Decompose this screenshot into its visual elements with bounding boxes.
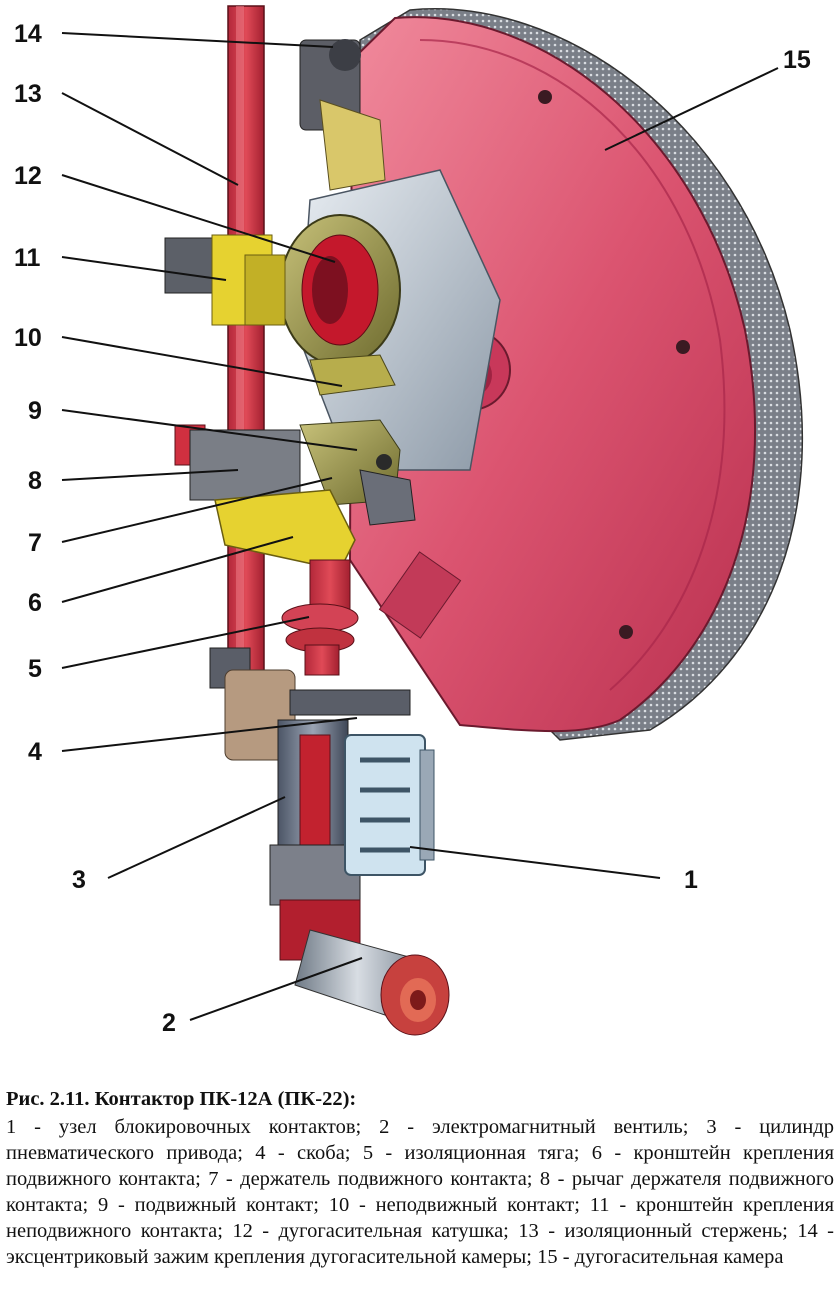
contactor-illustration: 14 13 12 11 10 9 8 7 6 5 4 3 2 1 15	[14, 5, 811, 1037]
interlock-contacts	[344, 734, 435, 876]
caption-legend: 1 - узел блокировочных контактов; 2 - эл…	[6, 1116, 834, 1268]
callout-8: 8	[28, 467, 42, 495]
caption-title: Рис. 2.11. Контактор ПК-12А (ПК-22):	[6, 1088, 357, 1110]
callout-9: 9	[28, 397, 42, 425]
callout-12: 12	[14, 162, 42, 190]
callout-labels: 14 13 12 11 10 9 8 7 6 5 4 3 2 1 15	[14, 20, 811, 1037]
blowout-coil	[279, 214, 401, 366]
callout-10: 10	[14, 324, 42, 352]
callout-11: 11	[14, 244, 41, 272]
callout-4: 4	[28, 738, 42, 766]
leader-lines	[61, 32, 779, 1021]
callout-6: 6	[28, 589, 42, 617]
figure-caption: Рис. 2.11. Контактор ПК-12А (ПК-22): 1 -…	[6, 1086, 834, 1270]
callout-7: 7	[28, 529, 42, 557]
callout-14: 14	[14, 20, 42, 48]
callout-3: 3	[72, 866, 86, 894]
callout-5: 5	[28, 655, 42, 683]
insulating-link	[281, 559, 359, 676]
callout-1: 1	[684, 866, 698, 894]
callout-2: 2	[162, 1009, 176, 1037]
solenoid-valve	[279, 899, 450, 1036]
callout-13: 13	[14, 80, 42, 108]
insulating-rod	[227, 5, 265, 687]
pneumatic-cylinder	[209, 647, 411, 906]
callout-15: 15	[783, 46, 811, 74]
eccentric-clamp	[299, 39, 386, 191]
